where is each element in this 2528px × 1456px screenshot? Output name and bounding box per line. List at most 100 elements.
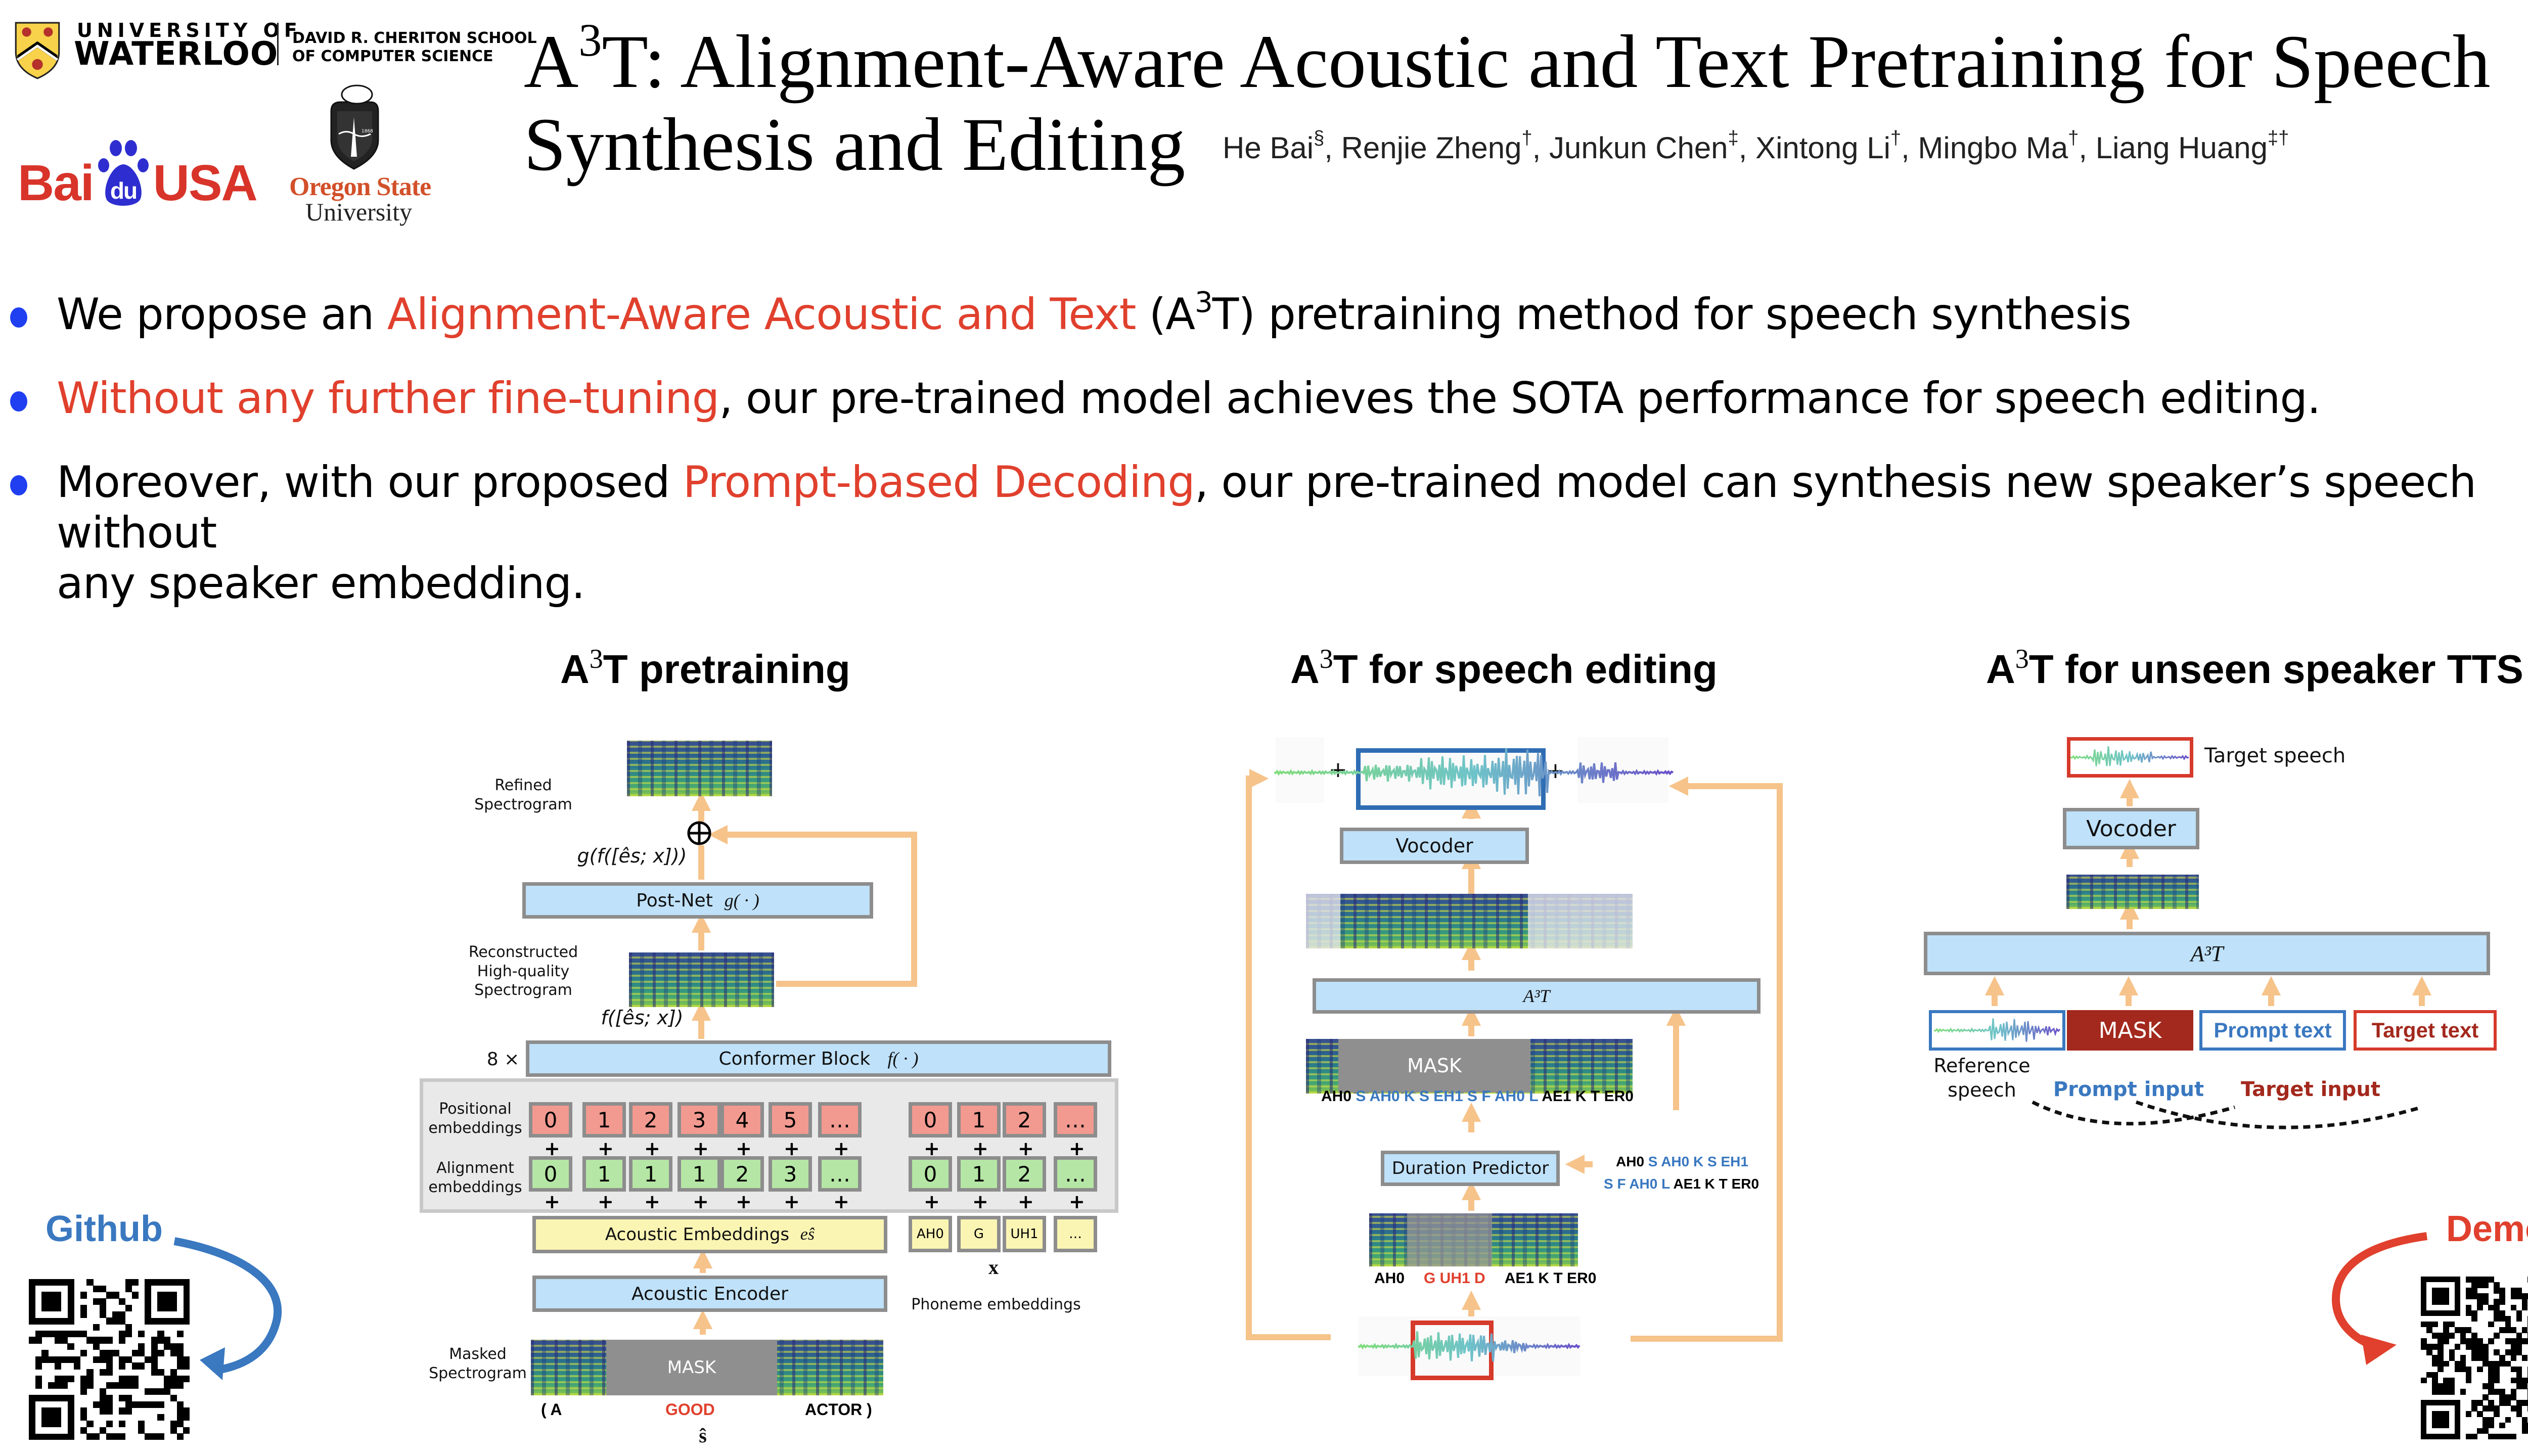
qr-module — [157, 1349, 164, 1357]
qr-module — [99, 1337, 107, 1344]
phoneme-token: G UH1 D — [1424, 1270, 1485, 1287]
qr-module — [2432, 1372, 2438, 1378]
qr-module — [48, 1382, 55, 1389]
qr-module — [151, 1349, 158, 1357]
qr-module — [2488, 1422, 2494, 1429]
author: Mingbo Ma† — [1918, 127, 2079, 165]
qr-module — [41, 1356, 49, 1363]
word-actor: ACTOR ) — [805, 1400, 872, 1419]
target-input-label: Target input — [2240, 1078, 2381, 1101]
qr-module — [2499, 1355, 2506, 1361]
qr-module — [2477, 1277, 2483, 1283]
qr-module — [2465, 1293, 2472, 1299]
qr-module — [164, 1382, 171, 1389]
plus-sign: + — [784, 1191, 800, 1213]
qr-module — [67, 1375, 74, 1383]
qr-module — [170, 1394, 177, 1402]
vocoder-label: Vocoder — [2086, 815, 2176, 842]
qr-module — [2494, 1310, 2500, 1316]
github-qr-code[interactable] — [29, 1279, 190, 1440]
qr-module — [2516, 1293, 2522, 1299]
qr-module — [2432, 1321, 2438, 1328]
plus-sign: + — [736, 1191, 752, 1213]
qr-module — [74, 1362, 81, 1370]
qr-module — [131, 1362, 139, 1370]
demo-qr-code[interactable] — [2421, 1277, 2528, 1440]
qr-module — [157, 1433, 164, 1440]
qr-module — [119, 1407, 126, 1415]
mask-block: MASK — [606, 1340, 777, 1395]
qr-module — [99, 1356, 107, 1363]
qr-module — [144, 1388, 152, 1395]
qr-module — [106, 1382, 113, 1389]
qr-module — [2521, 1422, 2528, 1429]
qr-module — [2488, 1360, 2494, 1367]
qr-module — [138, 1349, 145, 1357]
qr-module — [41, 1292, 62, 1312]
phoneme-embedding-cell: UH1 — [1003, 1216, 1046, 1252]
arrow-right-loop — [1631, 776, 1783, 1342]
qr-module — [119, 1337, 126, 1344]
qr-module — [131, 1279, 139, 1286]
qr-module — [2521, 1383, 2528, 1389]
qr-module — [183, 1356, 190, 1363]
qr-module — [2437, 1333, 2444, 1339]
acoustic-emb-label: Acoustic Embeddings — [605, 1224, 790, 1245]
qr-module — [2521, 1355, 2528, 1361]
positional-embedding-cell: 4 — [720, 1102, 764, 1138]
qr-module — [2482, 1277, 2489, 1283]
qr-module — [2505, 1433, 2511, 1440]
qr-module — [61, 1356, 68, 1363]
target-text-label: Target text — [2371, 1018, 2479, 1042]
qr-module — [2499, 1293, 2506, 1299]
qr-module — [2510, 1394, 2517, 1400]
qr-module — [2499, 1360, 2506, 1367]
qr-module — [2527, 1377, 2528, 1384]
qr-module — [138, 1343, 145, 1350]
qr-module — [2505, 1400, 2511, 1406]
qr-module — [86, 1279, 94, 1286]
qr-module — [2426, 1372, 2432, 1378]
qr-module — [176, 1349, 184, 1357]
qr-module — [2471, 1400, 2477, 1406]
demo-link[interactable]: Demo — [2446, 1209, 2528, 1249]
qr-module — [119, 1420, 126, 1428]
qr-module — [125, 1285, 132, 1292]
qr-module — [61, 1337, 68, 1344]
qr-module — [2477, 1366, 2483, 1373]
embedding-panel — [420, 1078, 1118, 1213]
masked-spectrogram-label: Masked Spectrogram — [429, 1345, 527, 1382]
qr-module — [2510, 1327, 2517, 1333]
qr-module — [2505, 1394, 2511, 1400]
qr-module — [131, 1349, 139, 1357]
qr-module — [2527, 1315, 2528, 1322]
bullet-dot — [10, 391, 27, 412]
qr-module — [2510, 1405, 2517, 1412]
qr-module — [2460, 1333, 2466, 1339]
conformer-label: Conformer Block — [718, 1048, 871, 1069]
qr-module — [144, 1356, 152, 1363]
github-link[interactable]: Github — [46, 1209, 163, 1249]
pretraining-title: A3T pretraining — [560, 644, 850, 692]
qr-module — [2432, 1383, 2438, 1389]
author: Junkun Chen‡ — [1549, 127, 1739, 165]
uw-separator — [277, 23, 279, 65]
title-line-2: Synthesis and Editing — [524, 103, 1186, 187]
qr-module — [106, 1349, 113, 1357]
qr-module — [2510, 1433, 2517, 1440]
qr-module — [119, 1433, 126, 1440]
phones-side-2: S F AH0 L AE1 K T ER0 — [1604, 1176, 1759, 1192]
qr-module — [2510, 1304, 2517, 1311]
qr-module — [99, 1349, 107, 1357]
qr-module — [125, 1304, 132, 1312]
qr-module — [2521, 1327, 2528, 1333]
qr-module — [2516, 1310, 2522, 1316]
alignment-embedding-cell: … — [818, 1156, 862, 1192]
alignment-embedding-cell: 2 — [720, 1156, 764, 1192]
qr-module — [125, 1330, 132, 1337]
phoneme-token: S F AH0 L — [1604, 1176, 1674, 1192]
qr-module — [2527, 1366, 2528, 1373]
qr-module — [2494, 1288, 2500, 1294]
qr-module — [99, 1407, 107, 1415]
